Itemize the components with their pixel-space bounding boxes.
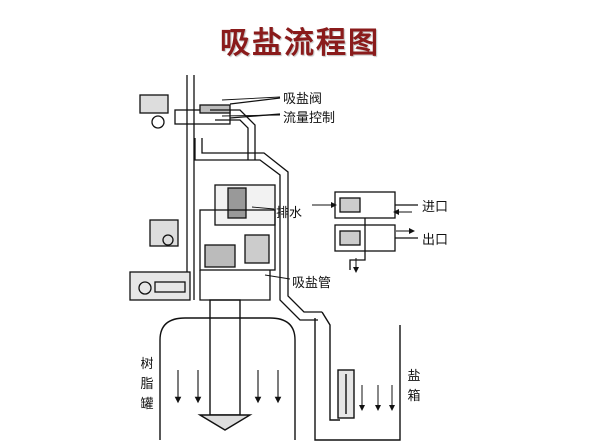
label-leaders [221, 96, 291, 280]
label-brine-pipe: 吸盐管 [292, 276, 332, 291]
brine-valve-assembly [139, 94, 281, 160]
resin-flow-arrows [174, 370, 282, 404]
brine-line-tubing [194, 138, 322, 321]
label-drain: 排水 [276, 206, 303, 221]
brine-flow-arrows [359, 385, 395, 411]
label-inlet: 进口 [422, 200, 449, 215]
label-resin-tank: 树脂罐 [140, 357, 154, 412]
brine-tank [314, 311, 401, 441]
resin-tank [159, 299, 296, 440]
diagram-title: 吸盐流程图 [220, 26, 380, 61]
label-brine-valve: 吸盐阀 [283, 92, 323, 107]
control-head-frame [186, 75, 195, 300]
label-outlet: 出口 [422, 233, 449, 248]
valve-body [129, 184, 276, 301]
label-flow-control: 流量控制 [283, 111, 336, 126]
inlet-outlet-arrows [312, 202, 415, 273]
label-brine-tank: 盐箱 [407, 369, 421, 404]
